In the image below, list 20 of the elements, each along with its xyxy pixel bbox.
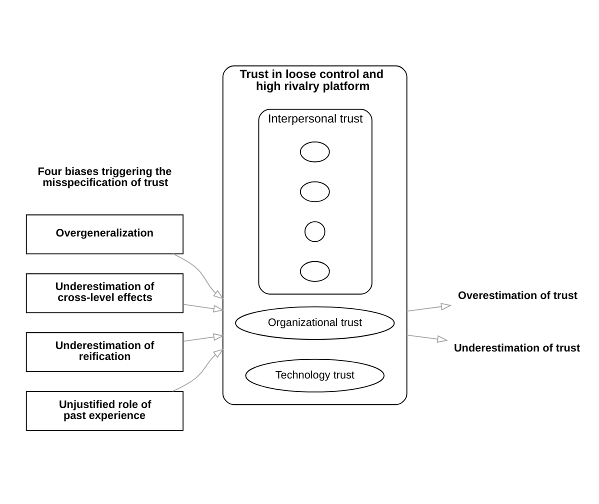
arrow	[182, 304, 224, 312]
node-box: Overgeneralization	[26, 214, 184, 254]
arrow	[406, 302, 452, 312]
arrow	[172, 348, 224, 392]
node-ellipse: Technology trust	[245, 358, 385, 392]
arrow	[406, 334, 448, 343]
arrow	[172, 254, 224, 300]
node-circle	[304, 221, 326, 242]
arrow	[182, 333, 224, 342]
label: Four biases triggering the misspecification of trust	[38, 166, 172, 189]
cluster: Interpersonal trust	[258, 108, 372, 295]
node-ellipse	[300, 142, 330, 162]
node-box: Underestimation of reification	[26, 332, 184, 372]
node-ellipse	[300, 181, 330, 202]
node-ellipse	[300, 261, 330, 282]
node-ellipse: Organizational trust	[235, 306, 395, 340]
node-box: Underestimation of cross-level effects	[26, 273, 184, 314]
node-text: Overestimation of trust	[458, 290, 578, 302]
node-text: Underestimation of trust	[454, 342, 580, 354]
node-box: Unjustified role of past experience	[26, 391, 184, 431]
